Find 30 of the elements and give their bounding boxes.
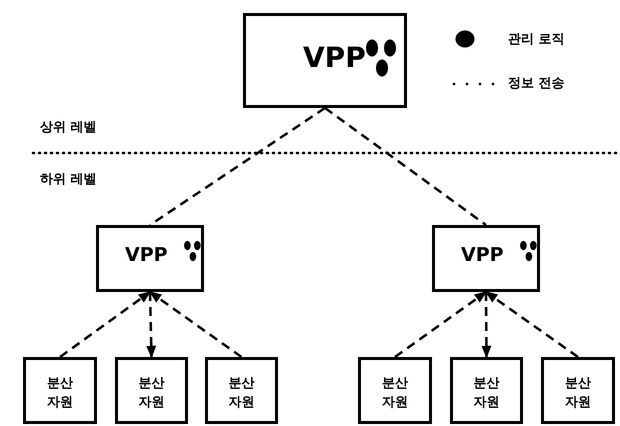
resource-box — [358, 357, 432, 424]
resource-label: 분산 자원 — [564, 375, 592, 412]
level-label: 상위 레벨 — [40, 119, 97, 136]
legend-label: 정보 전송 — [508, 75, 565, 92]
arrow — [59, 290, 152, 358]
legend-label: 관리 로직 — [508, 31, 565, 48]
resource-box — [23, 357, 97, 424]
resource-label: 분산 자원 — [381, 375, 409, 412]
resource-box — [541, 357, 615, 424]
vpp-box — [243, 13, 407, 108]
resource-label: 분산 자원 — [472, 375, 500, 412]
arrow — [394, 290, 488, 358]
connector-line — [149, 106, 326, 226]
vpp-label: VPP — [125, 244, 168, 266]
vpp-label: VPP — [303, 41, 366, 74]
connector-line — [324, 106, 487, 226]
resource-box — [450, 357, 523, 424]
arrow — [148, 290, 242, 358]
resource-box — [205, 357, 278, 424]
arrow — [146, 292, 156, 358]
arrow — [481, 292, 492, 358]
resource-label: 분산 자원 — [138, 375, 166, 412]
resource-label: 분산 자원 — [46, 375, 74, 412]
level-label: 하위 레벨 — [40, 171, 97, 188]
vpp-label: VPP — [461, 244, 504, 266]
arrow — [484, 290, 579, 358]
vpp-box — [432, 225, 540, 292]
resource-box — [115, 357, 188, 424]
vpp-box — [96, 225, 204, 292]
resource-label: 분산 자원 — [228, 375, 256, 412]
